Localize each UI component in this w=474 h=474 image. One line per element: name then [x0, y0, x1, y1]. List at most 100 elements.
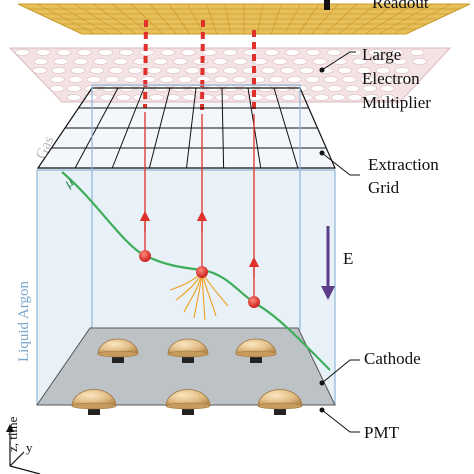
- lem-hole: [368, 49, 383, 56]
- lem-hole: [173, 58, 188, 65]
- pmt: [167, 338, 209, 363]
- lem-hole: [66, 94, 82, 101]
- svg-text:Large: Large: [362, 45, 401, 64]
- coordinate-axes: z, time y: [5, 416, 41, 474]
- lem-hole: [281, 94, 297, 101]
- lem-pointer-dot: [319, 67, 325, 73]
- lem-hole: [285, 49, 300, 56]
- pmt-pointer-dot: [319, 407, 325, 413]
- lem-hole: [177, 76, 193, 83]
- lem-hole: [204, 67, 219, 74]
- lem-hole: [118, 49, 134, 56]
- lem-hole: [50, 76, 65, 83]
- lem-hole: [56, 49, 72, 56]
- svg-text:Electron: Electron: [362, 69, 420, 88]
- cathode-label: Cathode: [364, 349, 421, 368]
- lem-hole: [364, 94, 379, 101]
- lem-hole: [378, 76, 393, 83]
- lem-hole: [153, 58, 168, 65]
- lem-hole: [352, 58, 368, 65]
- lem-hole: [123, 76, 138, 83]
- lem-hole: [272, 58, 288, 65]
- label-leader-lines: [321, 51, 360, 433]
- lem-hole: [388, 49, 404, 56]
- lem-hole: [182, 94, 197, 101]
- lem-hole: [312, 58, 328, 65]
- lem-hole: [331, 94, 346, 101]
- pmt: [71, 389, 117, 415]
- lem-hole: [287, 76, 302, 83]
- lem-hole: [184, 67, 200, 74]
- lem-hole: [165, 67, 181, 74]
- lem-hole: [314, 94, 330, 101]
- lem-hole: [280, 67, 295, 74]
- extraction-grid-label: Extraction Grid: [368, 155, 439, 197]
- lem-hole: [86, 76, 102, 83]
- lem-hole: [149, 94, 164, 101]
- lem-hole: [15, 49, 30, 56]
- lem-hole: [35, 49, 51, 56]
- lem-hole: [392, 58, 407, 65]
- lem-hole: [252, 58, 268, 65]
- large-electron-multiplier-plate: [8, 47, 452, 103]
- lem-hole: [305, 49, 321, 56]
- lem-hole: [113, 58, 128, 65]
- lem-hole: [202, 49, 217, 56]
- pmt: [257, 389, 303, 415]
- lem-hole: [231, 94, 247, 101]
- lem-hole: [232, 58, 248, 65]
- lem-hole: [77, 49, 92, 56]
- lem-hole: [347, 94, 363, 101]
- lem-hole: [53, 58, 69, 65]
- pmt: [165, 389, 211, 415]
- pmt: [97, 338, 139, 363]
- lem-hole: [305, 76, 320, 83]
- grid-pointer-dot: [319, 150, 325, 156]
- axis-z-label: z, time: [5, 416, 20, 452]
- lem-hole: [394, 67, 410, 74]
- lem-hole: [70, 67, 86, 74]
- lem-hole: [396, 76, 412, 83]
- lem-hole: [379, 85, 395, 92]
- svg-text:Extraction: Extraction: [368, 155, 439, 174]
- lem-label: Large Electron Multiplier: [362, 45, 431, 112]
- lem-hole: [380, 94, 396, 101]
- lem-hole: [375, 67, 391, 74]
- efield-label: E: [343, 249, 353, 268]
- cathode-pointer-dot: [319, 380, 325, 386]
- lem-hole: [160, 49, 176, 56]
- lem-hole: [341, 76, 357, 83]
- lem-hole: [222, 49, 238, 56]
- pmt: [235, 338, 277, 363]
- lem-hole: [68, 76, 83, 83]
- liquid-argon-label: Liquid Argon: [16, 281, 32, 362]
- ionization-electrons: [139, 250, 260, 308]
- lem-hole: [310, 85, 325, 92]
- lem-hole: [99, 94, 115, 101]
- lem-hole: [232, 76, 247, 83]
- readout-connector: [324, 0, 330, 10]
- lem-hole: [326, 49, 342, 56]
- lem-hole: [73, 58, 89, 65]
- lem-hole: [108, 67, 124, 74]
- lem-hole: [268, 76, 284, 83]
- lem-hole: [146, 67, 162, 74]
- lem-hole: [409, 49, 425, 56]
- lem-hole: [264, 49, 279, 56]
- lem-hole: [359, 76, 375, 83]
- lem-hole: [323, 76, 339, 83]
- field-cage-outline: [36, 84, 336, 405]
- svg-text:Grid: Grid: [368, 178, 400, 197]
- lem-hole: [372, 58, 387, 65]
- lem-hole: [299, 67, 315, 74]
- lem-hole: [264, 94, 280, 101]
- lem-hole: [223, 67, 238, 74]
- pmt-label: PMT: [364, 423, 400, 442]
- electric-field-arrow: [321, 226, 335, 300]
- pmt-array: [71, 338, 303, 415]
- lem-hole: [214, 76, 229, 83]
- lem-hole: [89, 67, 105, 74]
- lem-hole: [116, 94, 131, 101]
- lem-hole: [327, 85, 343, 92]
- readout-label: Readout: [372, 0, 429, 12]
